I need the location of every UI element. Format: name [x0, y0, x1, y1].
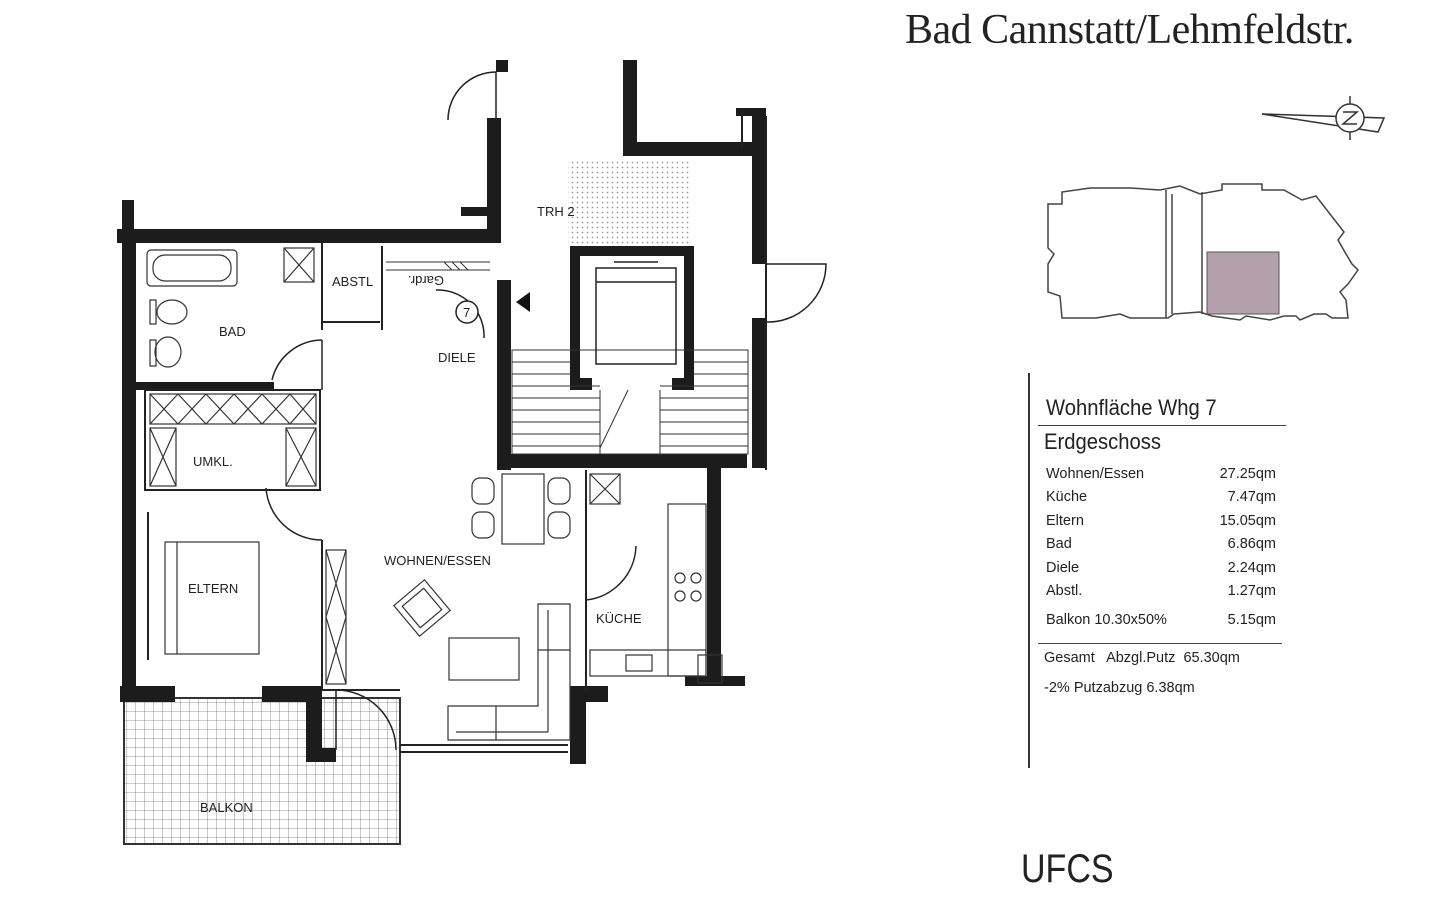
area-row-label: Eltern: [1046, 512, 1084, 529]
room-label-trh: TRH 2: [537, 204, 575, 219]
highlighted-unit: [1206, 251, 1280, 315]
area-row: Abstl. 1.27qm: [1046, 583, 1286, 606]
garderobe-label: Gardr.: [408, 273, 444, 288]
area-row-label: Bad: [1046, 536, 1072, 553]
building-overview: [1047, 183, 1359, 321]
area-table-title: Wohnfläche Whg 7: [1046, 395, 1217, 420]
area-row: Bad 6.86qm: [1046, 536, 1286, 559]
stairwell-landing: [568, 160, 690, 246]
unit-number: 7: [463, 305, 470, 320]
room-label-kueche: KÜCHE: [596, 611, 642, 626]
area-row: Wohnen/Essen 27.25qm: [1046, 466, 1286, 489]
walls: [117, 60, 766, 764]
elevator: [595, 261, 677, 365]
area-row-value: 7.47qm: [1227, 489, 1276, 506]
floor-label: Erdgeschoss: [1044, 429, 1162, 454]
room-label-bad: BAD: [219, 324, 246, 339]
area-row-value: 1.27qm: [1227, 582, 1276, 599]
balcony-area: [123, 697, 401, 845]
entrance-arrow: [516, 292, 530, 312]
area-row-value: 27.25qm: [1219, 466, 1276, 482]
area-row-label: Diele: [1046, 559, 1080, 576]
area-row: Eltern 15.05qm: [1046, 513, 1286, 536]
room-label-umkl: UMKL.: [193, 454, 233, 469]
kitchen-counters: [589, 503, 723, 684]
room-label-eltern: ELTERN: [188, 581, 238, 596]
area-row-value: 15.05qm: [1219, 512, 1276, 529]
table-divider: [1038, 425, 1286, 426]
compass-icon: [1261, 96, 1386, 140]
area-rows: Wohnen/Essen 27.25qm Küche 7.47qm Eltern 15…: [1046, 466, 1286, 636]
unit-number-circle: [455, 300, 479, 324]
dining-set: [392, 473, 571, 741]
area-row: Balkon 10.30x50% 5.15qm: [1046, 612, 1286, 635]
table-divider: [1038, 643, 1282, 644]
staircase: [511, 349, 749, 455]
door-swings: [265, 71, 827, 751]
room-label-diele: DIELE: [438, 350, 476, 365]
bed: [164, 541, 260, 655]
bathroom-fixtures: [146, 249, 238, 368]
room-label-abstl: ABSTL: [332, 274, 373, 289]
total-value: 65.30qm: [1183, 650, 1240, 666]
deduction-row: -2% Putzabzug 6.38qm: [1044, 680, 1195, 696]
company-logo-text: UFCS: [1021, 847, 1114, 891]
area-row-label: Küche: [1046, 489, 1088, 506]
area-row: Diele 2.24qm: [1046, 560, 1286, 583]
garderobe: [386, 261, 490, 271]
room-label-balkon: BALKON: [200, 800, 253, 815]
total-note: Abzgl.Putz: [1106, 650, 1176, 666]
area-row-value: 6.86qm: [1227, 536, 1276, 553]
total-label: Gesamt: [1044, 650, 1095, 666]
room-label-wohnen: WOHNEN/ESSEN: [384, 553, 491, 568]
area-row-label: Balkon 10.30x50%: [1046, 612, 1167, 629]
table-vertical-rule: [1028, 373, 1030, 768]
area-row-value: 2.24qm: [1227, 559, 1276, 576]
total-row: Gesamt Abzgl.Putz 65.30qm: [1044, 650, 1240, 666]
thin-walls: [144, 110, 767, 753]
location-title: Bad Cannstatt/Lehmfeldstr.: [905, 7, 1354, 53]
area-row-value: 5.15qm: [1227, 612, 1276, 629]
area-row-label: Abstl.: [1046, 582, 1083, 599]
area-row: Küche 7.47qm: [1046, 489, 1286, 512]
area-table: Wohnfläche Whg 7 Erdgeschoss Wohnen/Esse…: [1028, 373, 1290, 768]
area-row-label: Wohnen/Essen: [1046, 466, 1145, 482]
wardrobes: [149, 247, 621, 685]
